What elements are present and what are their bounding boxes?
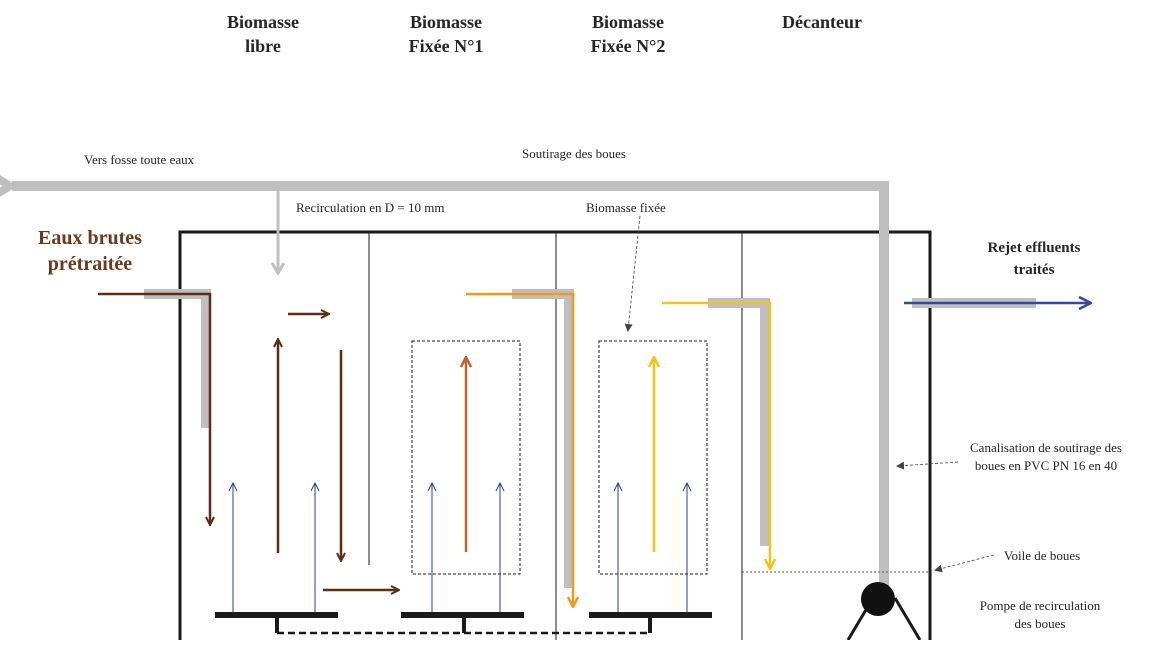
- label-rejet-line1: Rejet effluents: [988, 240, 1081, 256]
- transfer-pipe-2: [512, 289, 574, 588]
- label-voile-de-boues: Voile de boues: [1004, 548, 1080, 563]
- flow-arrow-transfer-2: [466, 292, 573, 606]
- recirculation-pump: [846, 582, 922, 641]
- label-canalisation-line2: boues en PVC PN 16 en 40: [975, 458, 1117, 473]
- inlet-flow-arrow: [98, 292, 210, 524]
- aeration-arrows: [233, 484, 687, 612]
- header-biomasse-fixee-2-line2: Fixée N°2: [591, 36, 666, 56]
- pump-leg-right: [893, 597, 922, 641]
- label-recirculation: Recirculation en D = 10 mm: [296, 200, 445, 215]
- header-biomasse-fixee-1-line1: Biomasse: [410, 12, 482, 32]
- leader-biomasse-fixee: [624, 215, 641, 332]
- header-decanteur: Décanteur: [782, 12, 862, 32]
- header-biomasse-libre-line2: libre: [245, 36, 281, 56]
- label-soutirage: Soutirage des boues: [522, 146, 626, 161]
- label-vers-fosse: Vers fosse toute eaux: [84, 152, 195, 167]
- label-rejet-line2: traités: [1014, 262, 1055, 278]
- header-biomasse-libre-line1: Biomasse: [227, 12, 299, 32]
- pump-body: [861, 582, 895, 616]
- tank-outline: [178, 230, 932, 640]
- inlet-pipe: [144, 289, 211, 428]
- leader-voile: [934, 554, 995, 573]
- leader-canalisation: [896, 461, 959, 470]
- label-pompe-line1: Pompe de recirculation: [980, 598, 1101, 613]
- header-biomasse-fixee-2-line1: Biomasse: [592, 12, 664, 32]
- label-canalisation-line1: Canalisation de soutirage des: [970, 440, 1122, 455]
- label-eaux-brutes-line2: prétraitée: [48, 253, 133, 275]
- header-biomasse-fixee-1-line2: Fixée N°1: [409, 36, 484, 56]
- flow-arrow-transfer-3: [662, 301, 770, 568]
- label-biomasse-fixee: Biomasse fixée: [586, 200, 666, 215]
- fixed-media-box-2: [598, 340, 708, 575]
- label-pompe-line2: des boues: [1015, 616, 1066, 631]
- diffusers: [215, 612, 712, 635]
- label-eaux-brutes-line1: Eaux brutes: [38, 227, 142, 249]
- sludge-draw-off-pipe: [12, 186, 889, 588]
- fixed-media-box-1: [411, 340, 521, 575]
- transfer-pipe-3: [708, 298, 770, 546]
